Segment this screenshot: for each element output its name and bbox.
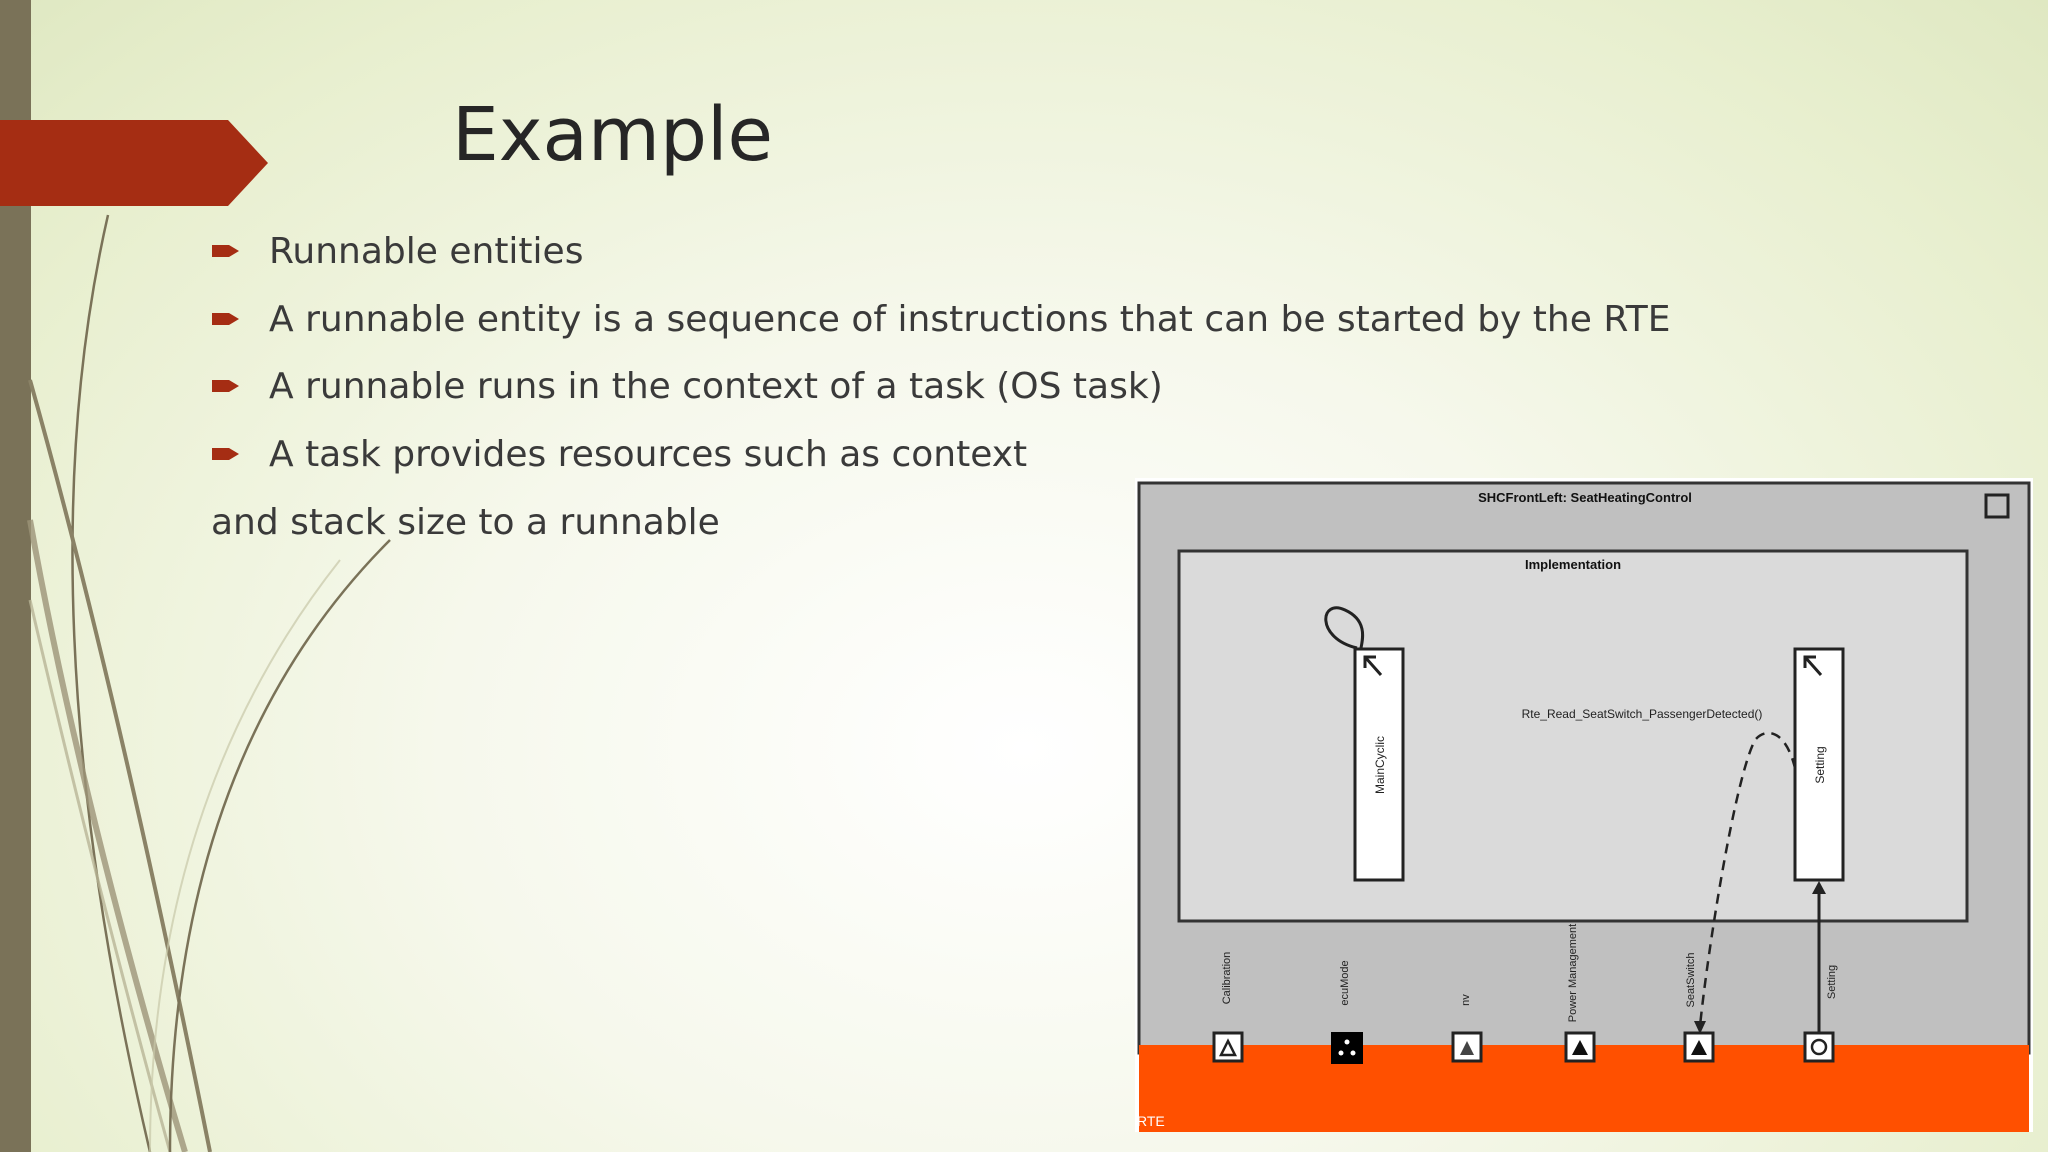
decorative-swooshes [27,214,391,1152]
bullet-item: Runnable entities [212,226,1670,294]
bullet-text: Runnable entities [269,231,584,272]
implementation-label: Implementation [1525,557,1621,572]
trigger-arrow-icon [1363,655,1383,676]
bullet-item: A runnable entity is a sequence of instr… [212,294,1670,362]
read-call-dashed-arrow [1698,731,1797,1027]
arrow-bullet-icon [212,380,239,392]
arrow-bullet-icon [212,312,239,325]
call-label: Rte_Read_SeatSwitch_PassengerDetected() [1522,707,1763,721]
sender-port-icon [1218,1038,1238,1057]
port-label: nv [1460,994,1472,1006]
component-diagram: SHCFrontLeft: SeatHeatingControl Impleme… [1135,478,2033,1132]
runnable-maincyclic: MainCyclic [1324,606,1405,882]
port-setting: Setting [1803,965,1838,1063]
runnable-setting: Setting [1793,647,1845,882]
port-label: ecuMode [1339,960,1351,1005]
port-seatswitch: SeatSwitch [1683,952,1715,1063]
bullet-continuation: and stack size to a runnable [211,502,720,543]
bullet-text: A runnable runs in the context of a task… [269,366,1163,407]
runnable-label: Setting [1813,746,1827,783]
bullet-list: Runnable entities A runnable entity is a… [212,226,1670,496]
port-label: Setting [1826,965,1838,999]
receiver-port-icon [1572,1040,1588,1055]
bullet-text: A task provides resources such as contex… [269,433,1028,475]
rte-label: RTE [1137,1113,1165,1129]
trigger-arrow-icon [1803,655,1823,676]
port-label: SeatSwitch [1685,952,1697,1007]
component-icon [1984,493,2010,519]
runnable-label: MainCyclic [1373,736,1387,794]
slide-title: Example [452,92,774,178]
nv-port-icon [1460,1041,1474,1055]
bullet-item: A task provides resources such as contex… [212,429,1670,497]
port-ecumode: ecuMode [1331,960,1363,1064]
arrow-bullet-icon [212,447,239,460]
port-nv: nv [1451,994,1483,1063]
port-calibration: Calibration [1212,952,1244,1063]
component-title: SHCFrontLeft: SeatHeatingControl [1478,490,1692,505]
implementation-box [1177,549,1969,923]
setting-arrowhead [1812,881,1826,894]
receiver-port-icon [1691,1040,1707,1055]
port-label: Power Management [1567,924,1579,1022]
server-port-icon [1810,1038,1828,1056]
bullet-text: A runnable entity is a sequence of instr… [269,298,1671,340]
arrow-bullet-icon [212,245,239,257]
self-loop-arrow [1324,606,1365,650]
title-accent-arrow [0,120,268,206]
dashed-arrowhead [1694,1021,1706,1034]
bullet-item: A runnable runs in the context of a task… [212,361,1670,429]
port-power-management: Power Management [1564,924,1596,1063]
port-label: Calibration [1221,952,1233,1005]
